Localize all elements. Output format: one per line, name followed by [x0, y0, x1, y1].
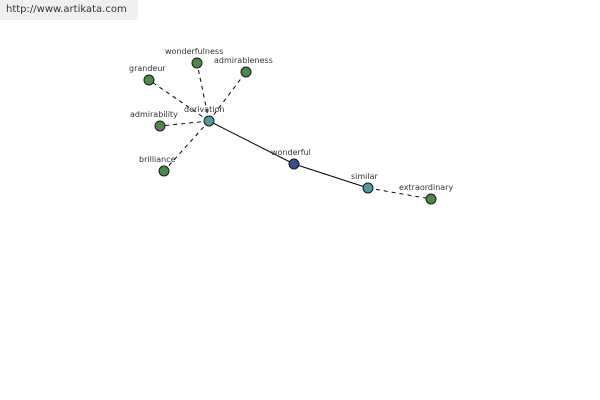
edge-derivation-admirableness [208, 71, 247, 122]
node-label-derivation[interactable]: derivation [184, 105, 224, 114]
edge-derivation-admirability [159, 120, 210, 127]
node-label-admirableness[interactable]: admirableness [214, 56, 273, 65]
nodes-layer [143, 57, 437, 205]
node-extraordinary[interactable] [425, 193, 437, 205]
node-label-wonderful[interactable]: wonderful [271, 148, 311, 157]
edges-layer [148, 62, 432, 200]
edge-derivation-wonderfulness [196, 62, 210, 122]
node-label-grandeur[interactable]: grandeur [129, 64, 166, 73]
node-label-wonderfulness[interactable]: wonderfulness [165, 47, 223, 56]
node-label-brilliance[interactable]: brilliance [139, 155, 176, 164]
node-label-extraordinary[interactable]: extraordinary [399, 183, 453, 192]
node-brilliance[interactable] [158, 165, 170, 177]
edge-wonderful-derivation [208, 120, 295, 165]
node-wonderful[interactable] [288, 158, 300, 170]
labels-layer: wonderfulderivationsimilarwonderfulnessa… [129, 47, 453, 192]
node-wonderfulness[interactable] [191, 57, 203, 69]
node-admirability[interactable] [154, 120, 166, 132]
node-grandeur[interactable] [143, 74, 155, 86]
node-label-admirability[interactable]: admirability [130, 110, 178, 119]
edge-similar-extraordinary [367, 187, 432, 200]
node-admirableness[interactable] [240, 66, 252, 78]
edge-wonderful-similar [293, 163, 369, 189]
source-url[interactable]: http://www.artikata.com [0, 0, 138, 20]
node-similar[interactable] [362, 182, 374, 194]
edge-derivation-brilliance [163, 120, 210, 172]
node-derivation[interactable] [203, 115, 215, 127]
node-label-similar[interactable]: similar [351, 172, 379, 181]
